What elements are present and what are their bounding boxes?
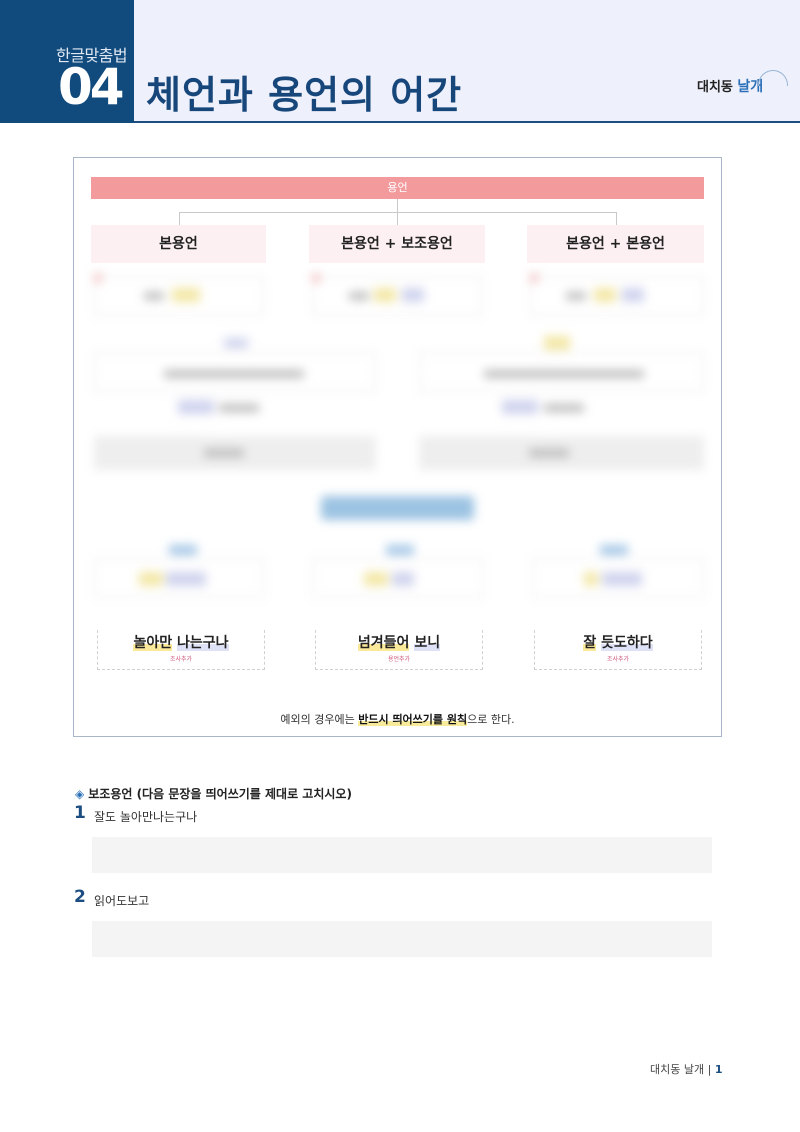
result-word-b: 나는구나: [176, 635, 229, 651]
result-word-a: 잘: [583, 635, 597, 651]
question-number: 1: [74, 803, 86, 823]
blurred-content: [74, 268, 723, 640]
exercise-heading: ◈보조용언 (다음 문장을 띄어쓰기를 제대로 고치시오): [75, 785, 352, 802]
footer-separator: |: [707, 1063, 712, 1076]
answer-field-2[interactable]: [92, 921, 712, 957]
result-box: 넘겨들어 보니 용언추가: [315, 630, 483, 670]
page-title: 체언과 용언의 어간: [146, 73, 463, 117]
result-word-a: 넘겨들어: [357, 635, 410, 651]
exercise-heading-text: 보조용언 (다음 문장을 띄어쓰기를 제대로 고치시오): [88, 787, 352, 801]
category-main-aux-verb: 본용언 + 보조용언: [309, 225, 485, 263]
page-footer: 대치동 날개 | 1: [650, 1061, 722, 1077]
diagram-footnote: 예외의 경우에는 반드시 띄어쓰기를 원칙으로 한다.: [74, 711, 721, 727]
footnote-pre: 예외의 경우에는: [280, 713, 359, 726]
diagram-root-label: 용언: [91, 177, 704, 199]
footnote-post: 으로 한다.: [467, 713, 515, 726]
connector-line: [397, 199, 398, 212]
logo-main-text: 대치동: [697, 80, 733, 95]
category-main-main-verb: 본용언 + 본용언: [527, 225, 704, 263]
brand-logo: 대치동 날개: [697, 76, 763, 96]
result-word-a: 놀아만: [133, 635, 173, 651]
result-text: 놀아만 나는구나: [98, 632, 264, 652]
result-text: 넘겨들어 보니: [316, 632, 482, 652]
page-number: 1: [714, 1063, 723, 1076]
footer-label: 대치동 날개: [650, 1063, 705, 1076]
connector-line: [397, 212, 398, 225]
result-text: 잘 듯도하다: [535, 632, 701, 652]
chapter-subtitle: 한글맞춤법: [56, 46, 128, 65]
result-box: 잘 듯도하다 조사추가: [534, 630, 702, 670]
footnote-emphasis: 반드시 띄어쓰기를 원칙: [358, 713, 468, 726]
answer-field-1[interactable]: [92, 837, 712, 873]
question-text: 읽어도보고: [94, 894, 150, 908]
result-word-b: 듯도하다: [601, 635, 653, 651]
result-note: 용언추가: [387, 656, 411, 663]
result-box: 놀아만 나는구나 조사추가: [97, 630, 265, 670]
connector-line: [616, 212, 617, 225]
category-main-verb: 본용언: [91, 225, 266, 263]
logo-wing-icon: [758, 70, 788, 86]
result-note: 조사추가: [606, 656, 630, 663]
chapter-badge: 한글맞춤법 04: [0, 0, 134, 123]
question-text: 잘도 놀아만나는구나: [94, 810, 198, 824]
question-number: 2: [74, 887, 86, 907]
page-header: 한글맞춤법 04 체언과 용언의 어간 대치동 날개: [0, 0, 800, 123]
concept-diagram: 용언 본용언 본용언 + 보조용언 본용언 + 본용언: [73, 157, 722, 737]
result-note: 조사추가: [169, 656, 193, 663]
connector-line: [179, 212, 180, 225]
result-word-b: 보니: [414, 635, 441, 651]
logo-accent-text: 날개: [737, 79, 764, 95]
chapter-number: 04: [58, 58, 125, 116]
diamond-icon: ◈: [75, 787, 85, 801]
